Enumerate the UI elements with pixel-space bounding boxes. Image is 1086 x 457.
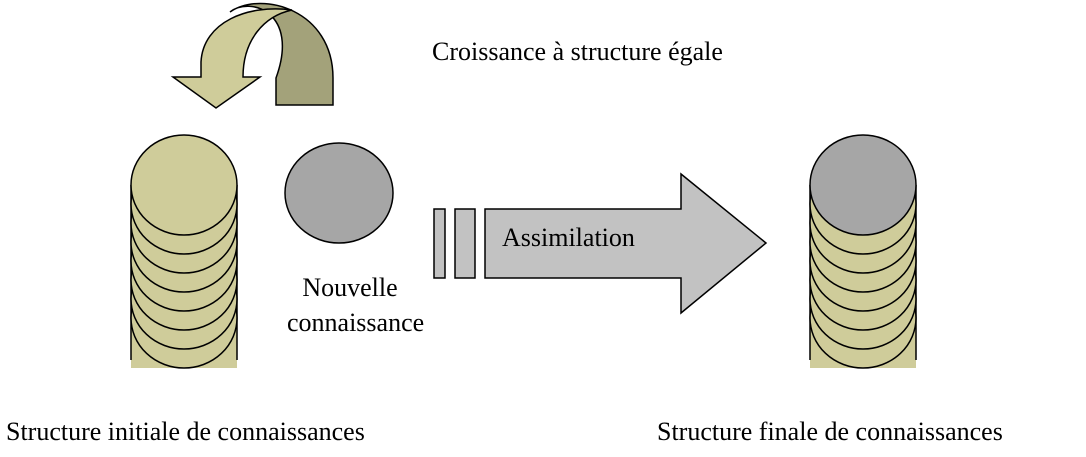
stack-top-disc [130,134,238,236]
stack-top-disc [809,134,917,236]
initial-structure-label: Structure initiale de connaissances [6,417,365,446]
arrow-stripe [454,208,476,279]
initial-knowledge-stack [130,134,238,369]
assimilation-arrow-body [484,172,768,315]
new-knowledge-label-line1: Nouvelle [302,273,398,302]
curved-arrow-back [229,2,334,106]
new-knowledge-circle [284,142,394,244]
final-structure-label: Structure finale de connaissances [657,417,1003,446]
curved-arrow [170,2,334,109]
new-knowledge-label-line2: connaissance [287,308,425,337]
assimilation-arrow [433,172,768,315]
growth-label: Croissance à structure égale [432,37,723,66]
final-knowledge-stack [809,134,917,369]
arrow-stripe [433,208,446,279]
assimilation-label: Assimilation [502,223,635,252]
curved-arrow-front [170,8,293,109]
